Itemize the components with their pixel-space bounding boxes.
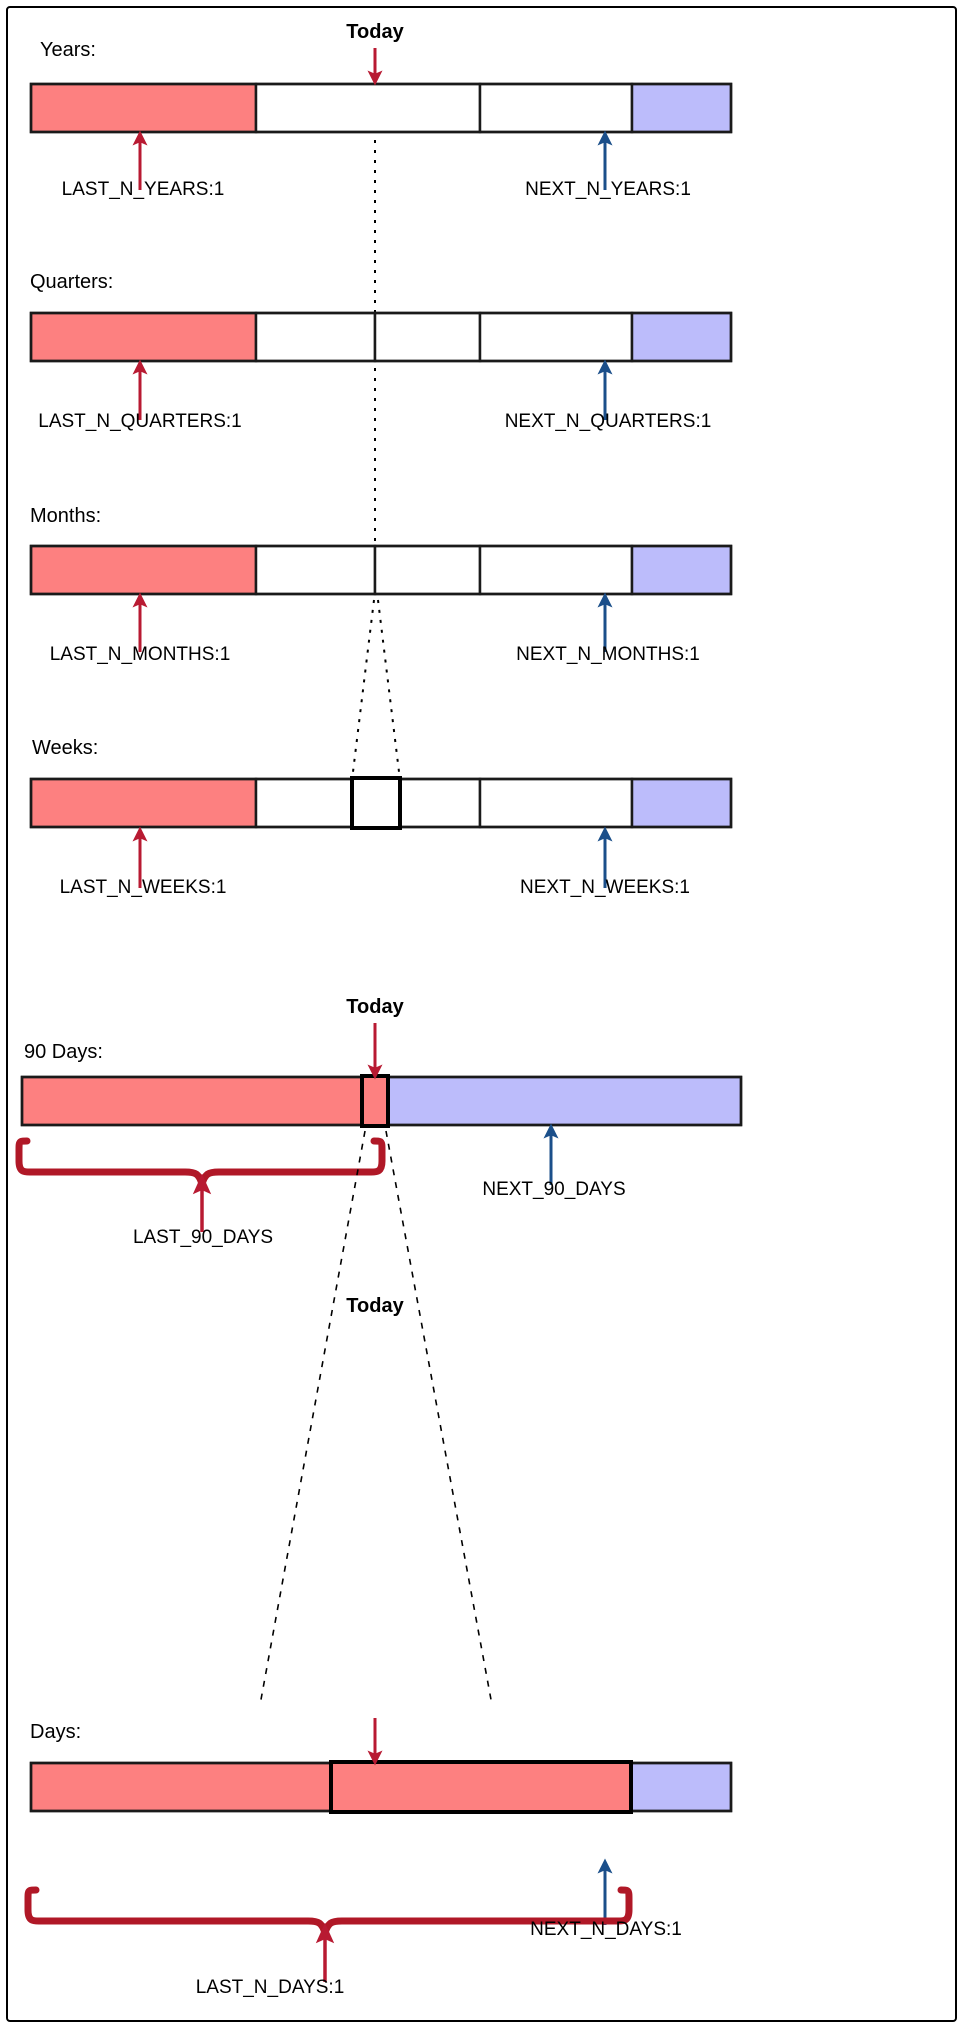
next-n-days-label: NEXT_N_DAYS:1 — [530, 1919, 682, 1940]
weeks-past-label: LAST_N_WEEKS:1 — [59, 877, 227, 898]
years-past-label: LAST_N_YEARS:1 — [61, 179, 225, 200]
ninety-days-row-title: 90 Days: — [24, 1041, 103, 1063]
years-today-label: Today — [346, 21, 404, 43]
days-row-title: Days: — [30, 1721, 82, 1743]
weeks-row-title: Weeks: — [32, 737, 99, 759]
days-today-label: Today — [346, 1295, 404, 1317]
diagram-frame — [6, 6, 957, 2022]
next-90-days-label: NEXT_90_DAYS — [482, 1179, 626, 1200]
years-future-label: NEXT_N_YEARS:1 — [525, 179, 691, 200]
months-row-title: Months: — [30, 505, 102, 527]
last-n-days-label: LAST_N_DAYS:1 — [195, 1977, 345, 1998]
quarters-future-label: NEXT_N_QUARTERS:1 — [504, 411, 712, 432]
months-past-label: LAST_N_MONTHS:1 — [49, 644, 231, 665]
quarters-row-title: Quarters: — [30, 271, 114, 293]
ninety-days-today-label: Today — [346, 996, 404, 1018]
years-row-title: Years: — [40, 39, 96, 61]
months-future-label: NEXT_N_MONTHS:1 — [516, 644, 700, 665]
quarters-past-label: LAST_N_QUARTERS:1 — [38, 411, 242, 432]
weeks-future-label: NEXT_N_WEEKS:1 — [520, 877, 690, 898]
last-90-days-label: LAST_90_DAYS — [132, 1227, 274, 1248]
